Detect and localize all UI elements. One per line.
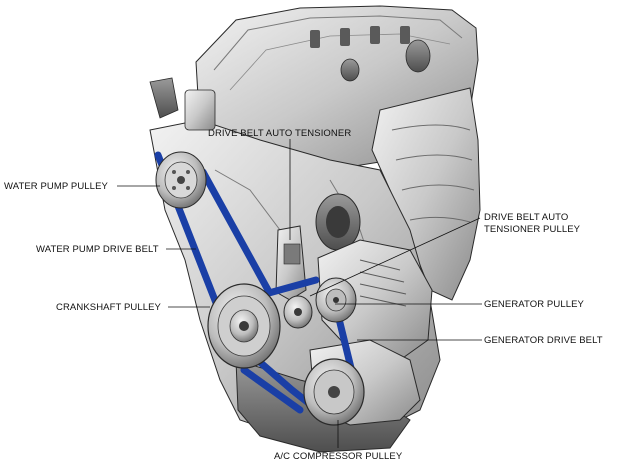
intake-manifold (371, 87, 481, 301)
label-tensioner-pulley-line1: DRIVE BELT AUTO (484, 212, 568, 223)
generator-pulley (315, 277, 357, 323)
leader-tensioner-pulley (309, 217, 481, 297)
water-pump-pulley (155, 151, 207, 209)
label-generator-pulley: GENERATOR PULLEY (484, 299, 585, 310)
label-water-pump-drive-belt: WATER PUMP DRIVE BELT (36, 244, 159, 255)
label-water-pump-pulley: WATER PUMP PULLEY (4, 181, 108, 192)
label-tensioner-pulley-line2: TENSIONER PULLEY (484, 224, 581, 235)
label-drive-belt-auto-tensioner: DRIVE BELT AUTO TENSIONER (208, 128, 351, 139)
label-ac-compressor-pulley: A/C COMPRESSOR PULLEY (274, 451, 403, 462)
label-crankshaft-pulley: CRANKSHAFT PULLEY (56, 302, 162, 313)
crankshaft-pulley (207, 283, 281, 369)
ac-compressor-pulley (303, 358, 365, 426)
tensioner-pulley (283, 295, 313, 329)
leader-lines (117, 139, 482, 448)
generator-drive-belt (240, 276, 356, 416)
drive-belts (154, 151, 356, 416)
callout-labels: DRIVE BELT AUTO TENSIONER WATER PUMP PUL… (4, 128, 603, 462)
label-generator-drive-belt: GENERATOR DRIVE BELT (484, 335, 603, 346)
